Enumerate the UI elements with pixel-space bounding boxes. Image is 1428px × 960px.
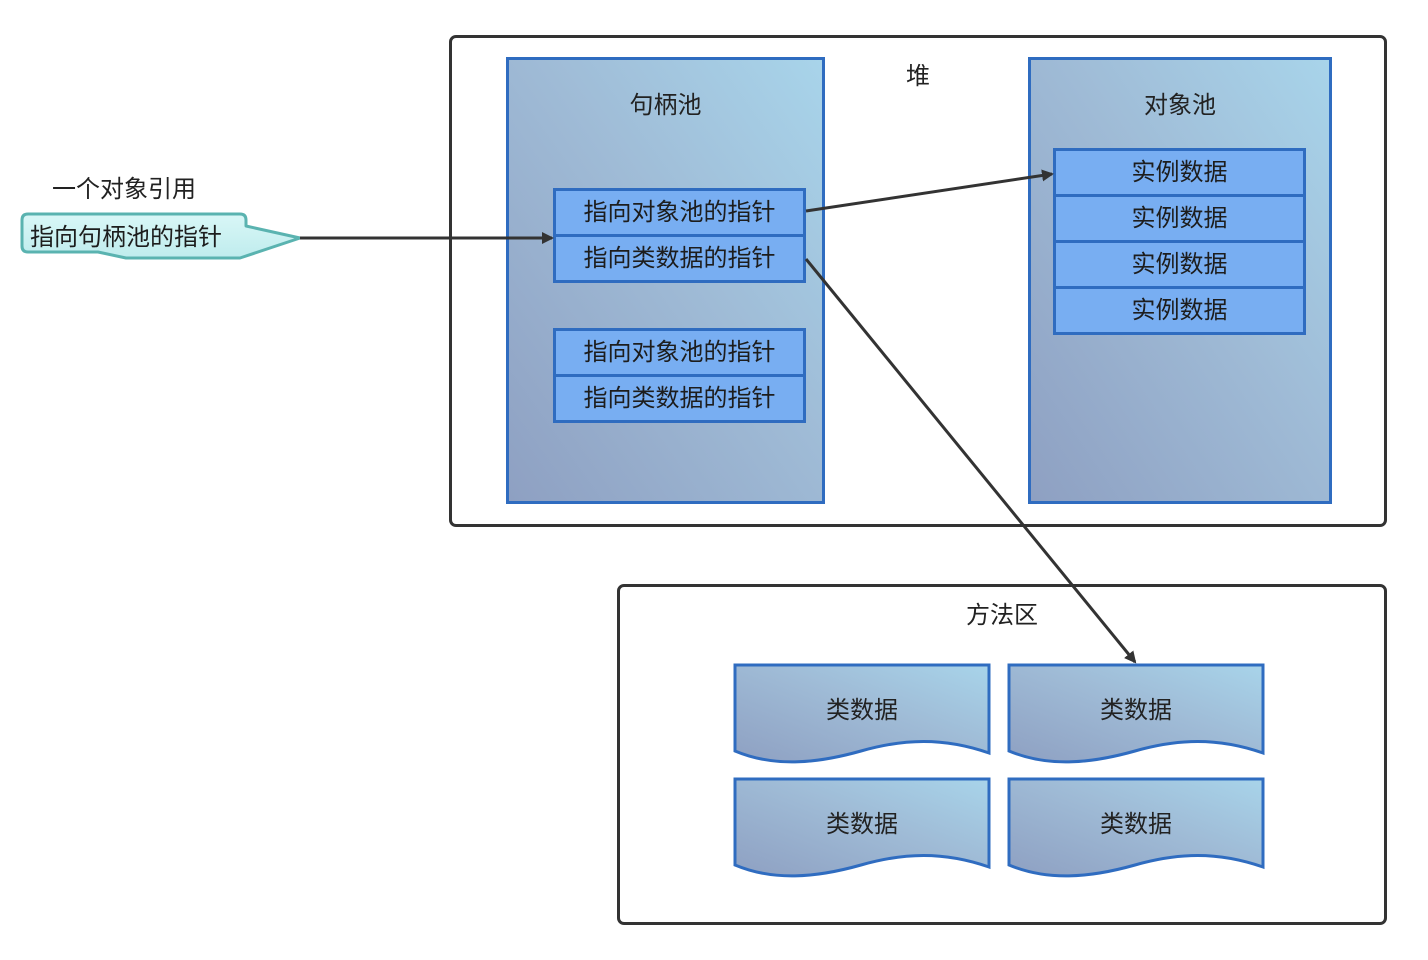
object-pool-pointer[interactable]: 指向对象池的指针 <box>556 191 803 234</box>
class-data-pointer[interactable]: 指向类数据的指针 <box>556 374 803 420</box>
reference-pointer-label: 指向句柄池的指针 <box>30 223 222 251</box>
class-data-label: 类数据 <box>826 696 898 724</box>
class-data-label: 类数据 <box>1100 810 1172 838</box>
class-data[interactable]: 类数据 <box>733 777 991 883</box>
instance-data[interactable]: 实例数据 <box>1056 240 1303 286</box>
instance-data[interactable]: 实例数据 <box>1056 194 1303 240</box>
instance-data-list: 实例数据 实例数据 实例数据 实例数据 <box>1053 148 1306 335</box>
class-data-label: 类数据 <box>1100 696 1172 724</box>
handle-entry: 指向对象池的指针 指向类数据的指针 <box>553 328 806 423</box>
class-data-shape <box>733 663 991 764</box>
method-area-title: 方法区 <box>966 601 1038 629</box>
object-pool-title: 对象池 <box>1144 91 1216 119</box>
handle-pool-title: 句柄池 <box>629 91 702 119</box>
class-data[interactable]: 类数据 <box>1007 663 1265 769</box>
class-data[interactable]: 类数据 <box>733 663 991 769</box>
class-data-pointer[interactable]: 指向类数据的指针 <box>556 234 803 280</box>
class-data[interactable]: 类数据 <box>1007 777 1265 883</box>
class-data-label: 类数据 <box>826 810 898 838</box>
instance-data[interactable]: 实例数据 <box>1056 286 1303 332</box>
object-pool-pointer[interactable]: 指向对象池的指针 <box>556 331 803 374</box>
instance-data[interactable]: 实例数据 <box>1056 151 1303 194</box>
reference-label: 一个对象引用 <box>52 175 196 203</box>
heap-title: 堆 <box>906 62 930 90</box>
handle-entry: 指向对象池的指针 指向类数据的指针 <box>553 188 806 283</box>
class-data-shape <box>1007 777 1265 878</box>
class-data-shape <box>733 777 991 878</box>
class-data-shape <box>1007 663 1265 764</box>
reference-pointer-shape <box>20 212 302 260</box>
